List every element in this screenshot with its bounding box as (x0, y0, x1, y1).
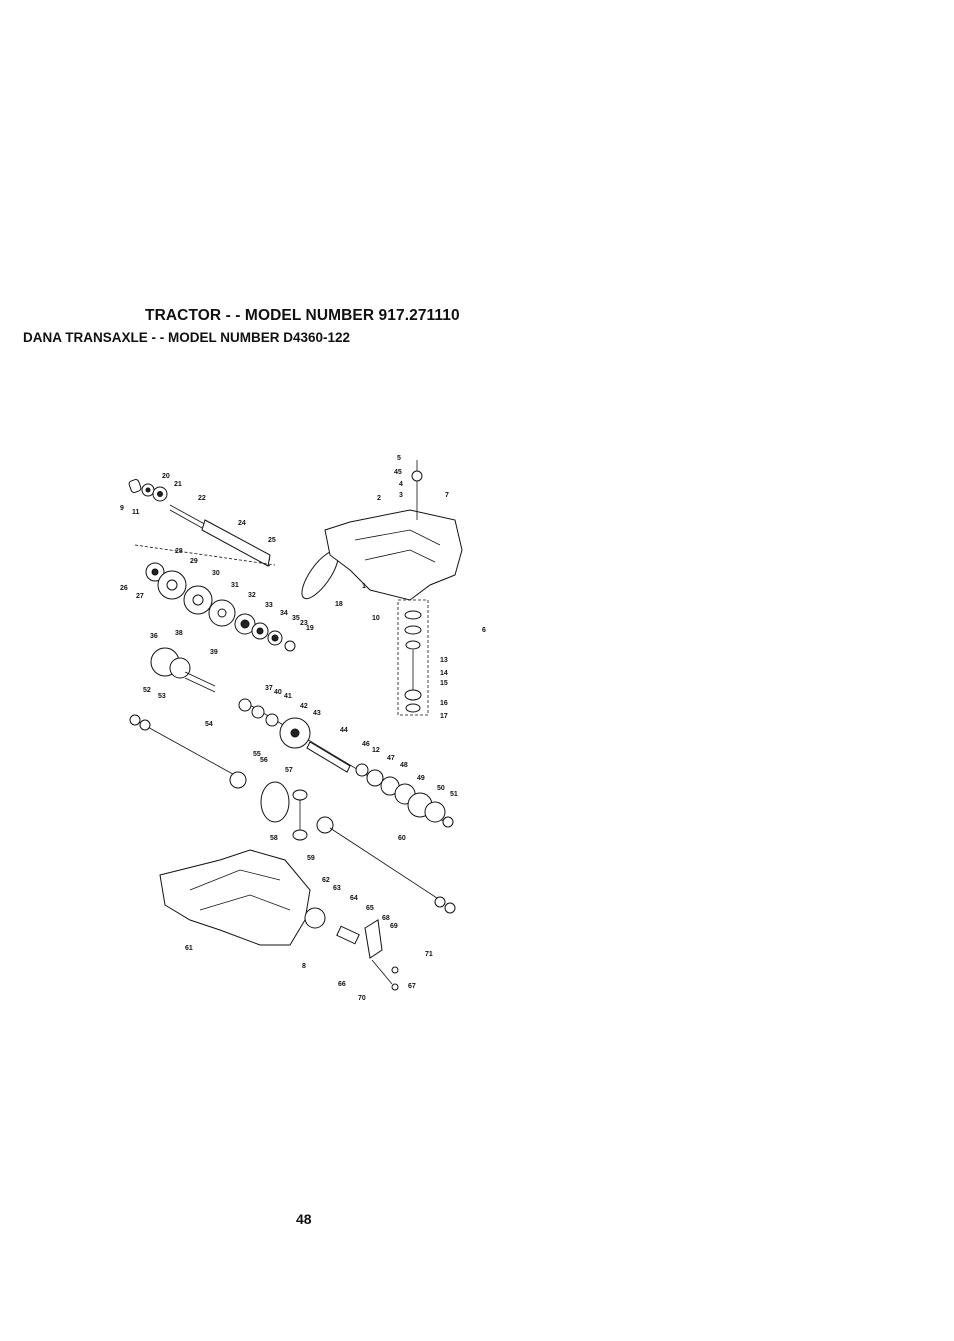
callout: 55 (253, 751, 261, 758)
callout: 5 (397, 455, 401, 462)
callout: 4 (399, 481, 403, 488)
callout: 39 (210, 649, 218, 656)
left-axle (134, 719, 241, 779)
callout: 69 (390, 923, 398, 930)
gear-stack (145, 562, 296, 652)
callout: 48 (400, 762, 408, 769)
callout: 9 (120, 505, 124, 512)
callout: 20 (162, 473, 170, 480)
callout: 7 (445, 492, 449, 499)
differential (229, 771, 334, 841)
upper-housing (324, 509, 463, 601)
callout: 52 (143, 687, 151, 694)
callout: 2 (377, 495, 381, 502)
callout: 15 (440, 680, 448, 687)
input-shaft-group (128, 478, 276, 567)
callout: 65 (366, 905, 374, 912)
callout: 30 (212, 570, 220, 577)
callout: 27 (136, 593, 144, 600)
callout: 43 (313, 710, 321, 717)
callout: 40 (274, 689, 282, 696)
callout: 59 (307, 855, 315, 862)
callout: 33 (265, 602, 273, 609)
callout: 47 (387, 755, 395, 762)
page-subtitle: DANA TRANSAXLE - - MODEL NUMBER D4360-12… (23, 330, 351, 345)
callout: 68 (382, 915, 390, 922)
callout: 11 (132, 509, 140, 516)
callout: 36 (150, 633, 158, 640)
callout: 50 (437, 785, 445, 792)
callout-labels: 20 21 9 11 22 24 25 26 27 28 29 30 31 32… (120, 455, 486, 1002)
brake-assembly (304, 907, 399, 991)
callout: 18 (335, 601, 343, 608)
callout: 14 (440, 670, 448, 677)
callout: 64 (350, 895, 358, 902)
page-title: TRACTOR - - MODEL NUMBER 917.271110 (145, 307, 460, 324)
callout: 46 (362, 741, 370, 748)
callout: 19 (306, 625, 314, 632)
callout: 54 (205, 721, 213, 728)
callout: 6 (482, 627, 486, 634)
callout: 26 (120, 585, 128, 592)
callout: 38 (175, 630, 183, 637)
callout: 53 (158, 693, 166, 700)
callout: 13 (440, 657, 448, 664)
callout: 12 (372, 747, 380, 754)
callout: 58 (270, 835, 278, 842)
callout: 62 (322, 877, 330, 884)
callout: 61 (185, 945, 193, 952)
callout: 34 (280, 610, 288, 617)
callout: 44 (340, 727, 348, 734)
callout: 31 (231, 582, 239, 589)
callout: 32 (248, 592, 256, 599)
callout: 28 (175, 548, 183, 555)
callout: 35 (292, 615, 300, 622)
right-axle (329, 827, 441, 901)
callout: 56 (260, 757, 268, 764)
callout: 17 (440, 713, 448, 720)
callout: 71 (425, 951, 433, 958)
callout: 1 (362, 583, 366, 590)
callout: 41 (284, 693, 292, 700)
callout: 49 (417, 775, 425, 782)
callout: 23 (300, 620, 308, 627)
callout: 21 (174, 481, 182, 488)
callout: 37 (265, 685, 273, 692)
callout: 24 (238, 520, 246, 527)
lower-housing (159, 849, 311, 946)
page-number: 48 (296, 1211, 312, 1227)
callout: 57 (285, 767, 293, 774)
callout: 63 (333, 885, 341, 892)
callout: 29 (190, 558, 198, 565)
callout: 60 (398, 835, 406, 842)
callout: 22 (198, 495, 206, 502)
callout: 66 (338, 981, 346, 988)
callout: 51 (450, 791, 458, 798)
callout: 25 (268, 537, 276, 544)
transaxle-exploded-diagram: 20 21 9 11 22 24 25 26 27 28 29 30 31 32… (120, 455, 486, 1002)
callout: 45 (394, 469, 402, 476)
callout: 70 (358, 995, 366, 1002)
callout: 42 (300, 703, 308, 710)
callout: 67 (408, 983, 416, 990)
callout: 3 (399, 492, 403, 499)
vertical-shaft-stack (397, 599, 429, 716)
callout: 8 (302, 963, 306, 970)
callout: 16 (440, 700, 448, 707)
callout: 10 (372, 615, 380, 622)
